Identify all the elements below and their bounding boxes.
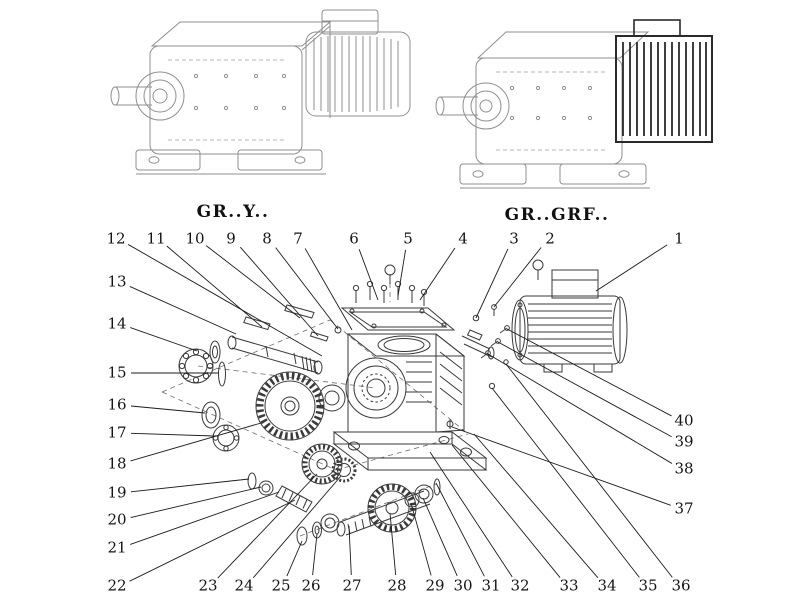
bolt-grid-right [509, 85, 593, 121]
mounting-feet-left [135, 149, 326, 175]
leader-line-29 [410, 502, 432, 576]
leader-line-16 [130, 405, 206, 414]
output-gear [367, 483, 417, 533]
leader-line-18 [130, 422, 262, 462]
output-shaft-left [110, 71, 185, 121]
assembled-view-gr-y [110, 9, 411, 175]
leader-line-3 [475, 248, 509, 319]
leader-line-10 [205, 245, 301, 319]
leader-line-22 [129, 499, 296, 582]
large-gear [255, 371, 325, 441]
gear-housing [332, 333, 488, 471]
leader-line-38 [487, 353, 673, 464]
eyebolt-icon [384, 264, 396, 284]
output-shaft-right [435, 82, 510, 130]
leader-line-9 [240, 246, 319, 337]
leader-line-23 [217, 473, 318, 579]
variant-label-gr-grf: GR..GRF.. [504, 205, 610, 225]
leader-line-37 [451, 426, 671, 506]
bolt-grid-left [193, 73, 287, 111]
retaining-ring [218, 361, 226, 387]
leader-line-5 [397, 249, 407, 297]
motor-left [305, 9, 411, 117]
leader-line-40 [506, 328, 672, 417]
cover-bolts [309, 264, 428, 342]
second-bearing [212, 424, 240, 452]
motor-eyebolt-icon [532, 259, 544, 280]
leader-line-31 [435, 482, 485, 577]
leader-line-20 [130, 486, 262, 518]
washers-and-pinion [247, 472, 313, 513]
leader-line-14 [130, 327, 198, 352]
output-shaft-assembly [296, 478, 441, 546]
leader-line-24 [252, 475, 342, 579]
leader-line-39 [497, 341, 672, 438]
small-gear [331, 457, 357, 483]
oil-seal [201, 401, 221, 429]
cover-plate [340, 307, 456, 331]
leader-line-17 [130, 432, 215, 437]
input-shaft-assembly [209, 304, 323, 375]
dark-drive-unit [615, 19, 713, 143]
leader-line-11 [166, 245, 263, 328]
input-bearing [178, 348, 214, 384]
leader-line-36 [505, 363, 673, 578]
leader-line-26 [312, 533, 318, 576]
leader-line-34 [473, 433, 599, 579]
variant-label-gr-y: GR..Y.. [196, 202, 270, 222]
leader-line-35 [491, 387, 640, 578]
leader-line-8 [275, 247, 339, 330]
leader-line-28 [389, 512, 397, 576]
leader-line-6 [358, 249, 379, 301]
motor-shaft [461, 329, 495, 360]
motor [511, 259, 628, 373]
mid-bearing [318, 384, 346, 412]
leader-line-32 [429, 451, 513, 578]
leader-line-13 [129, 285, 237, 335]
leader-line-2 [493, 247, 542, 308]
leader-line-25 [286, 540, 303, 577]
leader-lines [127, 244, 673, 582]
leader-line-27 [348, 525, 352, 576]
leader-line-1 [595, 244, 668, 292]
leader-line-21 [130, 491, 280, 545]
leader-line-33 [451, 444, 561, 578]
assembled-view-gr-grf [435, 19, 713, 189]
mounting-feet-right [459, 163, 650, 189]
vent-plug [446, 419, 454, 429]
leader-line-4 [419, 247, 456, 301]
leader-line-12 [127, 244, 323, 357]
exploded-view [161, 259, 628, 546]
leader-line-30 [422, 497, 458, 577]
leader-line-19 [130, 478, 250, 493]
leader-line-7 [304, 248, 353, 331]
